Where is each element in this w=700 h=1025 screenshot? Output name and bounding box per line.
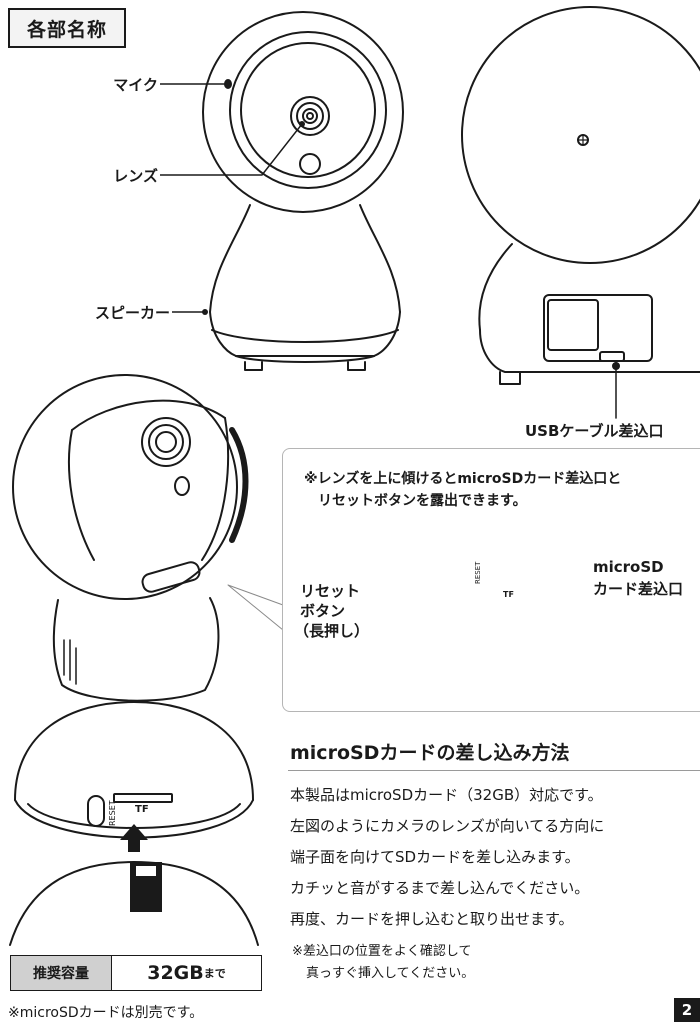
tf-print-closeup: TF	[503, 590, 514, 599]
back-camera-drawing	[461, 6, 700, 419]
section-title: 各部名称	[8, 8, 126, 48]
lens-label: レンズ	[113, 167, 158, 185]
reset-label-1: リセット	[300, 582, 361, 600]
usb-port-label: USBケーブル差込口	[525, 422, 664, 440]
insertion-line-4: カチッと音がするまで差し込んでください。	[290, 879, 590, 897]
insertion-note-2: 真っすぐ挿入してください。	[306, 966, 475, 981]
tf-print: TF	[135, 804, 149, 815]
insertion-heading: microSDカードの差し込み方法	[290, 742, 570, 764]
reset-label-3: （長押し）	[294, 622, 370, 640]
reset-print: RESET	[108, 800, 117, 826]
tilted-camera-drawing	[12, 374, 249, 702]
sd-slot-label-2: カード差込口	[593, 580, 684, 598]
front-camera-drawing	[202, 11, 404, 371]
tilt-note-line1: ※レンズを上に傾けるとmicroSDカード差込口と	[304, 471, 622, 487]
reset-print-closeup: RESET	[474, 561, 482, 584]
tilt-callout-box	[282, 448, 700, 712]
insertion-line-2: 左図のようにカメラのレンズが向いてる方向に	[290, 817, 605, 835]
capacity-label: 推奨容量	[11, 956, 112, 990]
sd-slot-label-1: microSD	[593, 558, 664, 576]
tilt-note-line2: リセットボタンを露出できます。	[318, 493, 527, 509]
page-number: 2	[674, 998, 700, 1022]
insertion-note-1: ※差込口の位置をよく確認して	[292, 944, 472, 959]
heading-divider	[288, 770, 700, 771]
insertion-line-1: 本製品はmicroSDカード（32GB）対応です。	[290, 786, 603, 804]
capacity-suffix: まで	[203, 967, 226, 980]
capacity-number: 32GB	[147, 962, 204, 984]
reset-label-2: ボタン	[300, 602, 346, 620]
mic-label: マイク	[113, 76, 158, 94]
insertion-line-5: 再度、カードを押し込むと取り出せます。	[290, 910, 574, 928]
insertion-line-3: 端子面を向けてSDカードを差し込みます。	[290, 848, 580, 866]
speaker-label: スピーカー	[94, 304, 170, 322]
footnote: ※microSDカードは別売です。	[8, 1005, 204, 1021]
